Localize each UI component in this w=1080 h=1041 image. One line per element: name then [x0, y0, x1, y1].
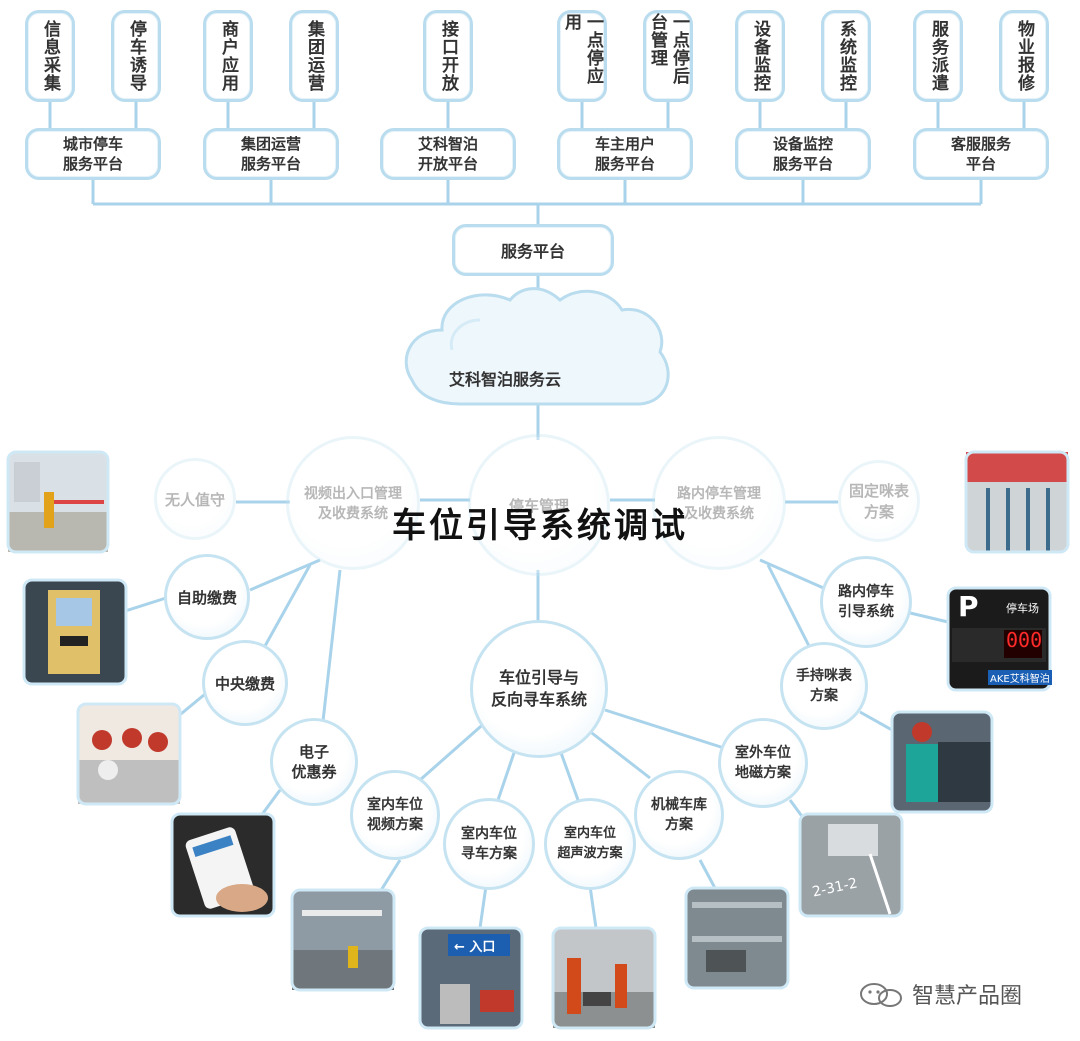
app-group-ops: 集团运营	[289, 10, 339, 102]
photo-phone	[170, 812, 276, 918]
node-handheld-meter: 手持咪表 方案	[780, 642, 868, 730]
parking-sign-brand: AKE艾科智泊	[988, 670, 1052, 685]
hub-fixed-meter: 固定咪表 方案	[838, 460, 920, 542]
hub-parking-mgmt: 停车管理	[468, 434, 610, 576]
node-outdoor-mag: 室外车位 地磁方案	[718, 718, 808, 808]
parking-sign-count: 000	[1006, 628, 1043, 652]
cloud-shape	[404, 287, 670, 406]
photo-sign	[946, 586, 1052, 692]
photo-ultrasonic	[551, 926, 657, 1030]
photo-mech	[684, 886, 790, 990]
parking-sign-label: 停车场	[1006, 602, 1039, 615]
hub-guidance: 车位引导与 反向寻车系统	[470, 620, 608, 758]
app-dispatch: 服务派遣	[913, 10, 963, 102]
platform-city: 城市停车 服务平台	[25, 128, 161, 180]
photo-kiosk	[22, 578, 128, 686]
node-central-pay: 中央缴费	[202, 640, 288, 726]
node-indoor-find: 室内车位 寻车方案	[443, 798, 535, 890]
app-repair: 物业报修	[999, 10, 1049, 102]
app-parking-guide: 停车诱导	[111, 10, 161, 102]
service-platform: 服务平台	[452, 224, 614, 276]
node-self-pay: 自助缴费	[164, 554, 250, 640]
hub-roadside: 路内停车管理 及收费系统	[652, 436, 786, 570]
parking-sign-p: P	[958, 590, 979, 623]
watermark: 智慧产品圈	[912, 984, 1023, 1009]
platform-open: 艾科智泊 开放平台	[380, 128, 516, 180]
app-system-monitor: 系统监控	[821, 10, 871, 102]
app-onestop-admin: 一点停后台管理	[643, 10, 693, 102]
photo-entrance	[418, 926, 524, 1030]
platform-owner: 车主用户 服务平台	[557, 128, 693, 180]
hub-unattended: 无人值守	[154, 458, 236, 540]
wechat-icon	[860, 983, 902, 1007]
cloud-label: 艾科智泊服务云	[448, 370, 561, 389]
node-road-guide: 路内停车 引导系统	[820, 556, 912, 648]
app-merchant: 商户应用	[203, 10, 253, 102]
app-info-collect: 信息采集	[25, 10, 75, 102]
app-device-monitor: 设备监控	[735, 10, 785, 102]
page-title: 车位引导系统调试	[392, 506, 688, 546]
photo-gate	[6, 450, 110, 554]
node-coupon: 电子 优惠券	[270, 718, 358, 806]
platform-group: 集团运营 服务平台	[203, 128, 339, 180]
photo-handheld	[890, 710, 994, 814]
platform-service: 客服服务 平台	[913, 128, 1049, 180]
node-indoor-video: 室内车位 视频方案	[350, 770, 440, 860]
photo-garage-video	[290, 888, 396, 992]
node-mech-garage: 机械车库 方案	[634, 770, 724, 860]
node-indoor-ultra: 室内车位 超声波方案	[544, 798, 636, 890]
platform-device: 设备监控 服务平台	[735, 128, 871, 180]
photo-meter	[964, 450, 1070, 554]
app-onestop: 一点停应用	[557, 10, 607, 102]
photo-mag	[798, 812, 904, 918]
photo-counter	[76, 702, 182, 806]
entrance-sign: ← 入口	[454, 940, 496, 955]
hub-video-gate: 视频出入口管理 及收费系统	[286, 436, 420, 570]
app-open-api: 接口开放	[423, 10, 473, 102]
